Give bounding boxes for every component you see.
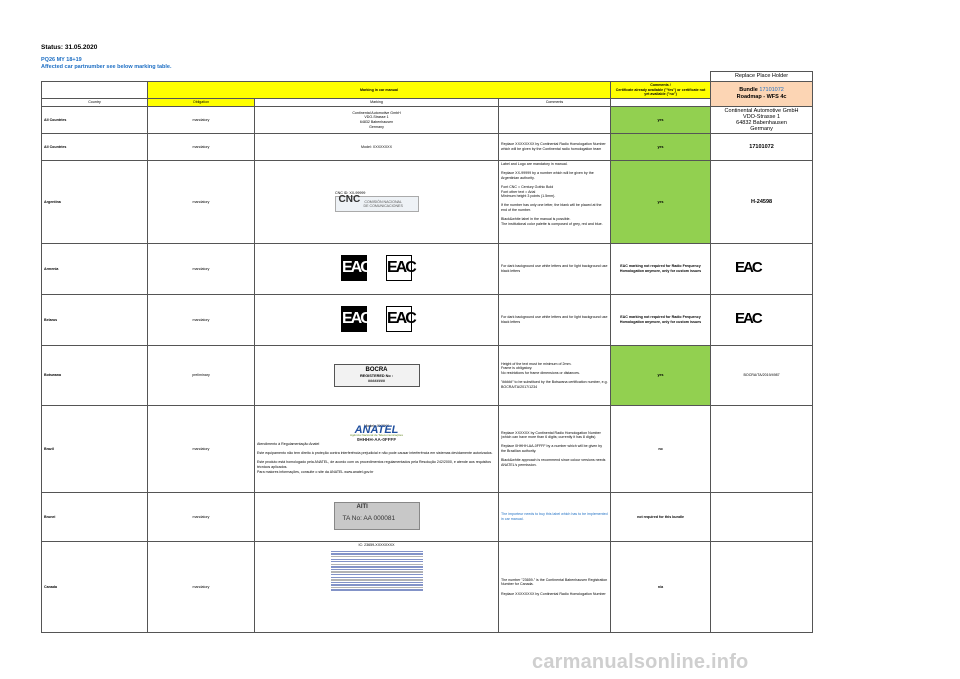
roadmap-label: Roadmap - WFS 4c bbox=[736, 94, 787, 100]
cnc-logo: CNC COMISIÓN NACIONAL DE COMUNICACIONES bbox=[334, 194, 419, 212]
cnc-id-label: CNC ID: XX-99999 bbox=[335, 190, 366, 195]
eac-dark-logo: EAC bbox=[341, 306, 372, 333]
status-badge: yes bbox=[609, 133, 712, 161]
bundle-header: Bundle 17101072 Roadmap - WFS 4c bbox=[710, 81, 814, 107]
col-marking: Marking bbox=[254, 98, 499, 107]
eac-logo: EAC bbox=[735, 310, 763, 328]
col-comments: Comments bbox=[498, 98, 611, 107]
status-badge: yes bbox=[609, 345, 712, 406]
table-row: Belarus mandatory EAC EAC For dark backg… bbox=[41, 294, 814, 346]
modelo-label: Modelo XXXXX bbox=[364, 423, 389, 428]
bocra-label: BOCRA REGISTERED No : ######## bbox=[333, 364, 420, 387]
eac-logo: EAC bbox=[735, 259, 763, 277]
marking-in-manual-header: Marking in car manual bbox=[147, 81, 611, 99]
eac-light-logo: EAC bbox=[386, 306, 417, 333]
marking-table: Replace Place Holder Marking in car manu… bbox=[41, 71, 814, 633]
table-row: Canada mandatory IC: 23659-XXXXXXXX The … bbox=[41, 541, 814, 633]
status-badge: yes bbox=[609, 106, 712, 134]
replace-place-holder-header: Replace Place Holder bbox=[710, 71, 814, 82]
status-badge: yes bbox=[609, 160, 712, 244]
table-row: Brunei mandatory AITI TA No: AA 000081 T… bbox=[41, 492, 814, 542]
table-row: Brazil mandatory Modelo XXXXX ANATEL Agê… bbox=[41, 405, 814, 493]
project-line-2: Affected car partnumber see below markin… bbox=[41, 64, 172, 70]
bundle-number: 17101072 bbox=[759, 87, 784, 93]
project-note: PQ26 MY 18+19 Affected car partnumber se… bbox=[41, 57, 172, 71]
ic-label: IC: 23659-XXXXXXXX bbox=[358, 543, 395, 547]
table-row: All Countries mandatory Continental Auto… bbox=[41, 106, 814, 134]
eac-light-logo: EAC bbox=[386, 255, 417, 282]
comments-certificate-header: Comments / Certificate already available… bbox=[609, 81, 712, 99]
canada-statement-image bbox=[329, 548, 425, 606]
project-line-1: PQ26 MY 18+19 bbox=[41, 57, 82, 63]
table-row: Armenia mandatory EAC EAC For dark backg… bbox=[41, 243, 814, 295]
table-row: Botswana preliminary BOCRA REGISTERED No… bbox=[41, 345, 814, 406]
col-obligation: Obligation bbox=[147, 98, 255, 107]
eac-dark-logo: EAC bbox=[341, 255, 372, 282]
table-row: All Countries mandatory Model: XXXXXXXX … bbox=[41, 133, 814, 161]
table-row: Argentina mandatory CNC ID: XX-99999 CNC… bbox=[41, 160, 814, 244]
aiti-label: AITI TA No: AA 000081 bbox=[333, 502, 420, 531]
status-date: Status: 31.05.2020 bbox=[41, 44, 98, 51]
anatel-logo: ANATEL Agência Nacional de Telecomunicaç… bbox=[350, 424, 403, 442]
watermark: carmanualsonline.info bbox=[532, 651, 749, 673]
col-country: Country bbox=[41, 98, 148, 107]
